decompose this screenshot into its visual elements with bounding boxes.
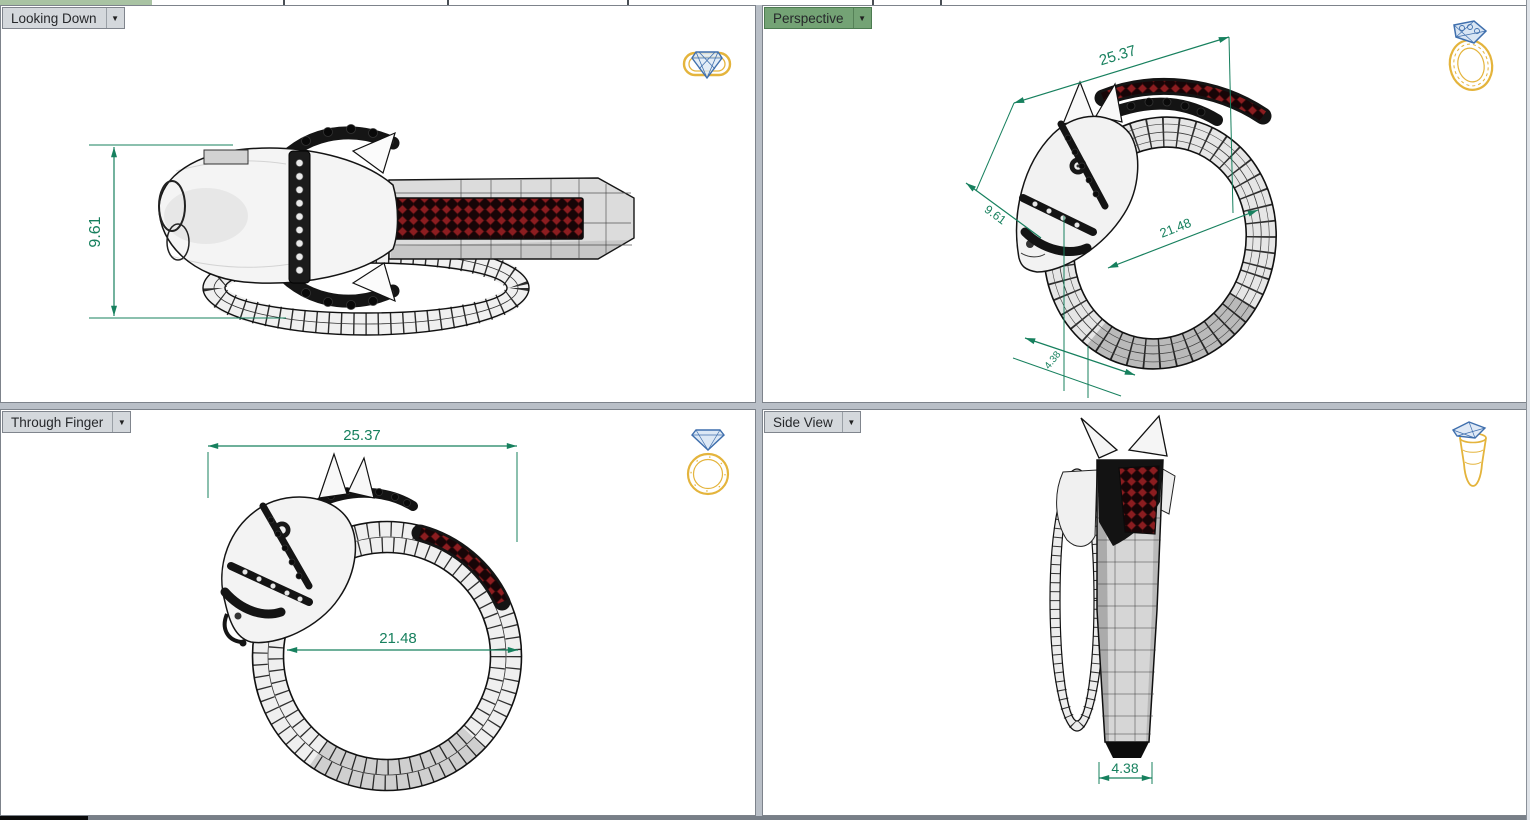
dimension-label: 4.38: [1111, 760, 1138, 776]
dimension-width: 25.37: [207, 427, 518, 542]
viewport-splitter-horizontal[interactable]: [0, 403, 1530, 409]
dimension-inner-diameter: 21.48: [1107, 209, 1259, 269]
ring-perspective-view-icon: [1448, 20, 1494, 91]
viewport-tab-label: Through Finger: [11, 415, 104, 430]
perspective-canvas: 25.37 9.61 21.48 4.38: [965, 20, 1494, 398]
ring-front-view-icon: [686, 429, 730, 496]
viewport-tab-through-finger[interactable]: Through Finger ▼: [2, 411, 132, 433]
window-bottom-edge-segment: [0, 816, 88, 820]
viewport-tab-looking-down[interactable]: Looking Down ▼: [2, 7, 125, 29]
viewport-tab-side-view[interactable]: Side View ▼: [764, 411, 861, 433]
toolbar-tick: [447, 0, 449, 5]
viewport-splitter-vertical[interactable]: [756, 5, 762, 816]
looking-down-canvas: 9.61: [87, 51, 732, 336]
toolbar-green-segment: [0, 0, 152, 5]
viewport-tab-label: Perspective: [773, 11, 844, 26]
toolbar-tick: [940, 0, 942, 5]
dimension-height: 9.61: [87, 144, 286, 319]
dimension-label: 4.38: [1043, 349, 1064, 371]
ring-model-front-view: [220, 452, 523, 792]
gem-pave-band: [418, 527, 508, 605]
viewport-side-view[interactable]: Side View ▼: [762, 409, 1528, 816]
chevron-down-icon[interactable]: ▼: [852, 8, 871, 28]
ring-model-side-view: [1049, 414, 1176, 758]
ring-model-top-view: [158, 124, 635, 336]
dimension-shank-width: 4.38: [1098, 760, 1153, 784]
ring-top-view-icon: [682, 51, 732, 80]
viewport-tab-perspective[interactable]: Perspective ▼: [764, 7, 872, 29]
dimension-label: 21.48: [379, 630, 417, 647]
chevron-down-icon[interactable]: ▼: [105, 8, 124, 28]
window-bottom-edge: [0, 816, 1530, 820]
viewport-perspective[interactable]: Perspective ▼: [762, 5, 1528, 403]
dimension-inner-diameter: 21.48: [287, 630, 518, 653]
gem-pave-band: [1118, 465, 1160, 535]
toolbar-tick: [872, 0, 874, 5]
through-finger-canvas: 25.37 21.48: [207, 427, 730, 792]
chevron-down-icon[interactable]: ▼: [841, 412, 860, 432]
horse-head: [221, 496, 357, 644]
toolbar-tick: [283, 0, 285, 5]
dimension-label: 9.61: [982, 202, 1009, 227]
dimension-label: 9.61: [87, 216, 104, 247]
chevron-down-icon[interactable]: ▼: [112, 412, 130, 432]
window-right-edge: [1526, 0, 1530, 820]
side-view-canvas: 4.38: [1049, 414, 1487, 784]
ring-side-view-icon: [1451, 421, 1487, 487]
viewport-through-finger[interactable]: Through Finger ▼: [0, 409, 756, 816]
dimension-label: 25.37: [343, 427, 381, 444]
viewport-looking-down[interactable]: Looking Down ▼: [0, 5, 756, 403]
toolbar-tick: [627, 0, 629, 5]
viewport-tab-label: Looking Down: [11, 11, 97, 26]
dimension-label: 25.37: [1097, 42, 1138, 69]
horse-head: [1015, 115, 1139, 273]
viewport-tab-label: Side View: [773, 415, 833, 430]
